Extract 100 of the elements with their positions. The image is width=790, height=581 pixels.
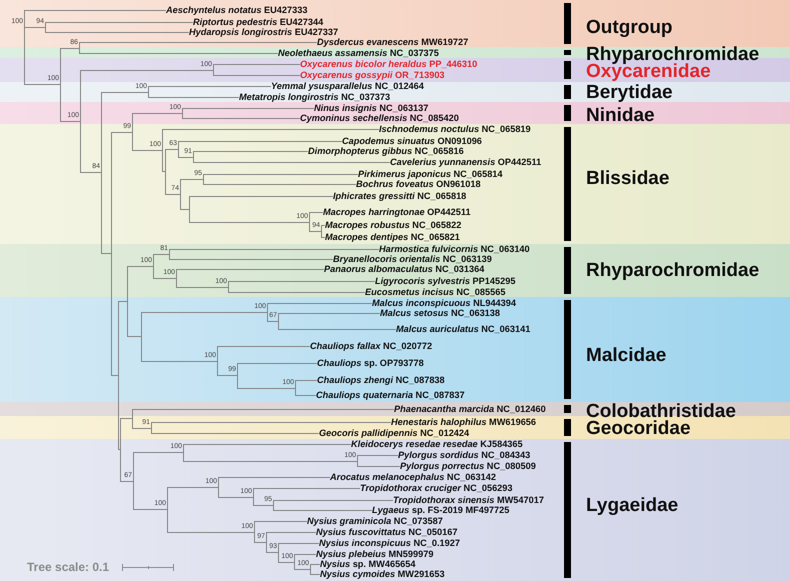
taxon-label: Neolethaeus assamensis NC_037375 — [278, 48, 439, 58]
branch-line — [170, 249, 380, 250]
taxon-label: Chauliops quaternaria NC_087837 — [316, 390, 465, 400]
branch-line — [254, 542, 266, 543]
family-label: Rhyparochromidae — [586, 46, 760, 62]
clade-line — [178, 141, 179, 158]
clade-line — [310, 564, 311, 575]
branch-line — [142, 312, 268, 313]
clade-line — [148, 86, 149, 98]
taxon-label: Geocoris pallidipennis NC_012424 — [319, 428, 470, 438]
taxon-label: Macropes robustus NC_065822 — [325, 220, 462, 230]
branch-line — [194, 151, 308, 152]
family-label: Ninidae — [586, 106, 655, 124]
clade-line — [127, 266, 128, 337]
clade-line — [294, 554, 295, 570]
branch-line — [310, 212, 324, 213]
taxon-label: Dysdercus evanescens MW619727 — [317, 37, 468, 47]
taxon-label: Cavelerius yunnanensis OP442511 — [390, 157, 542, 167]
branch-line — [162, 129, 380, 130]
clade-line — [24, 10, 25, 85]
taxon-label: Dimorphopterus gibbus NC_065816 — [308, 146, 464, 156]
clade-band — [0, 402, 790, 416]
family-label: Blissidae — [586, 170, 670, 186]
branch-line — [134, 452, 184, 453]
clade-band — [0, 297, 790, 402]
clade-line — [153, 254, 154, 279]
branch-line — [190, 196, 334, 197]
taxon-label: Pirkimerus japonicus NC_065814 — [358, 169, 503, 179]
taxon-label: Tropidothorax sinensis MW547017 — [393, 495, 544, 505]
branch-line — [80, 42, 318, 43]
branch-line — [60, 48, 80, 49]
taxon-label: Henestaris halophilus MW619656 — [391, 417, 536, 427]
branch-line — [132, 428, 152, 429]
taxon-label: Ligyrocoris sylvestris PP145295 — [375, 276, 516, 286]
branch-line — [178, 141, 342, 142]
branch-line — [148, 86, 272, 87]
clade-line — [111, 132, 112, 376]
branch-line — [274, 500, 394, 501]
branch-line — [204, 184, 356, 185]
branch-line — [194, 162, 390, 163]
branch-line — [322, 237, 326, 238]
taxon-label: Bryanellocoris orientalis NC_063139 — [333, 254, 492, 264]
clade-band — [0, 82, 790, 102]
clade-band — [0, 102, 790, 124]
taxon-label: Aeschyntelus notatus EU427333 — [166, 5, 308, 15]
taxon-label: Macropes dentipes NC_065821 — [325, 232, 460, 242]
taxon-label: Nysius graminicola NC_073587 — [307, 516, 443, 526]
branch-line — [180, 179, 204, 180]
branch-line — [80, 70, 214, 71]
taxon-label: Malcus setosus NC_063138 — [380, 308, 500, 318]
taxon-label: Ninus insignis NC_063137 — [314, 103, 428, 113]
branch-line — [310, 564, 320, 565]
clade-line — [151, 422, 152, 434]
clade-line — [180, 179, 181, 210]
clade-line — [162, 129, 163, 172]
branch-line — [132, 113, 182, 114]
scale-label: Tree scale: 0.1 — [27, 560, 110, 574]
clade-line — [189, 196, 190, 223]
branch-line — [102, 253, 112, 254]
clade-line — [267, 303, 268, 322]
branch-line — [168, 487, 218, 488]
clade-band — [0, 0, 790, 47]
branch-line — [182, 118, 300, 119]
branch-line — [358, 455, 398, 456]
taxon-label: Pylorgus sordidus NC_084343 — [398, 450, 530, 460]
branch-line — [268, 321, 278, 322]
taxon-label: Harmostica fulvicornis NC_063140 — [379, 244, 530, 254]
branch-line — [24, 10, 166, 11]
clade-line — [101, 92, 102, 254]
branch-line — [162, 171, 166, 172]
family-label: Lygaeidae — [586, 496, 678, 514]
taxon-label: Eucosmetus incisus NC_085565 — [365, 287, 506, 297]
branch-line — [214, 64, 300, 65]
branch-line — [154, 254, 170, 255]
branch-line — [214, 75, 300, 76]
branch-line — [112, 375, 118, 376]
clade-line — [217, 346, 218, 376]
branch-line — [152, 422, 392, 423]
clade-line — [132, 113, 133, 151]
branch-line — [142, 361, 218, 362]
branch-line — [296, 395, 316, 396]
branch-line — [168, 532, 254, 533]
clade-line — [118, 301, 119, 450]
branch-line — [322, 225, 326, 226]
family-label: Outgroup — [586, 18, 673, 36]
clade-line — [253, 488, 254, 506]
branch-line — [46, 32, 190, 33]
taxon-label: Capodemus sinuatus ON091096 — [342, 136, 482, 146]
branch-line — [266, 552, 278, 553]
clade-line — [193, 151, 194, 163]
clade-line — [266, 532, 267, 553]
branch-line — [310, 231, 322, 232]
branch-line — [184, 444, 352, 445]
branch-line — [80, 172, 102, 173]
branch-line — [278, 543, 320, 544]
branch-line — [228, 292, 366, 293]
branch-line — [60, 121, 80, 122]
taxon-label: Bochrus foveatus ON961018 — [356, 179, 481, 189]
clade-band — [0, 439, 790, 581]
clade-line — [132, 409, 133, 429]
